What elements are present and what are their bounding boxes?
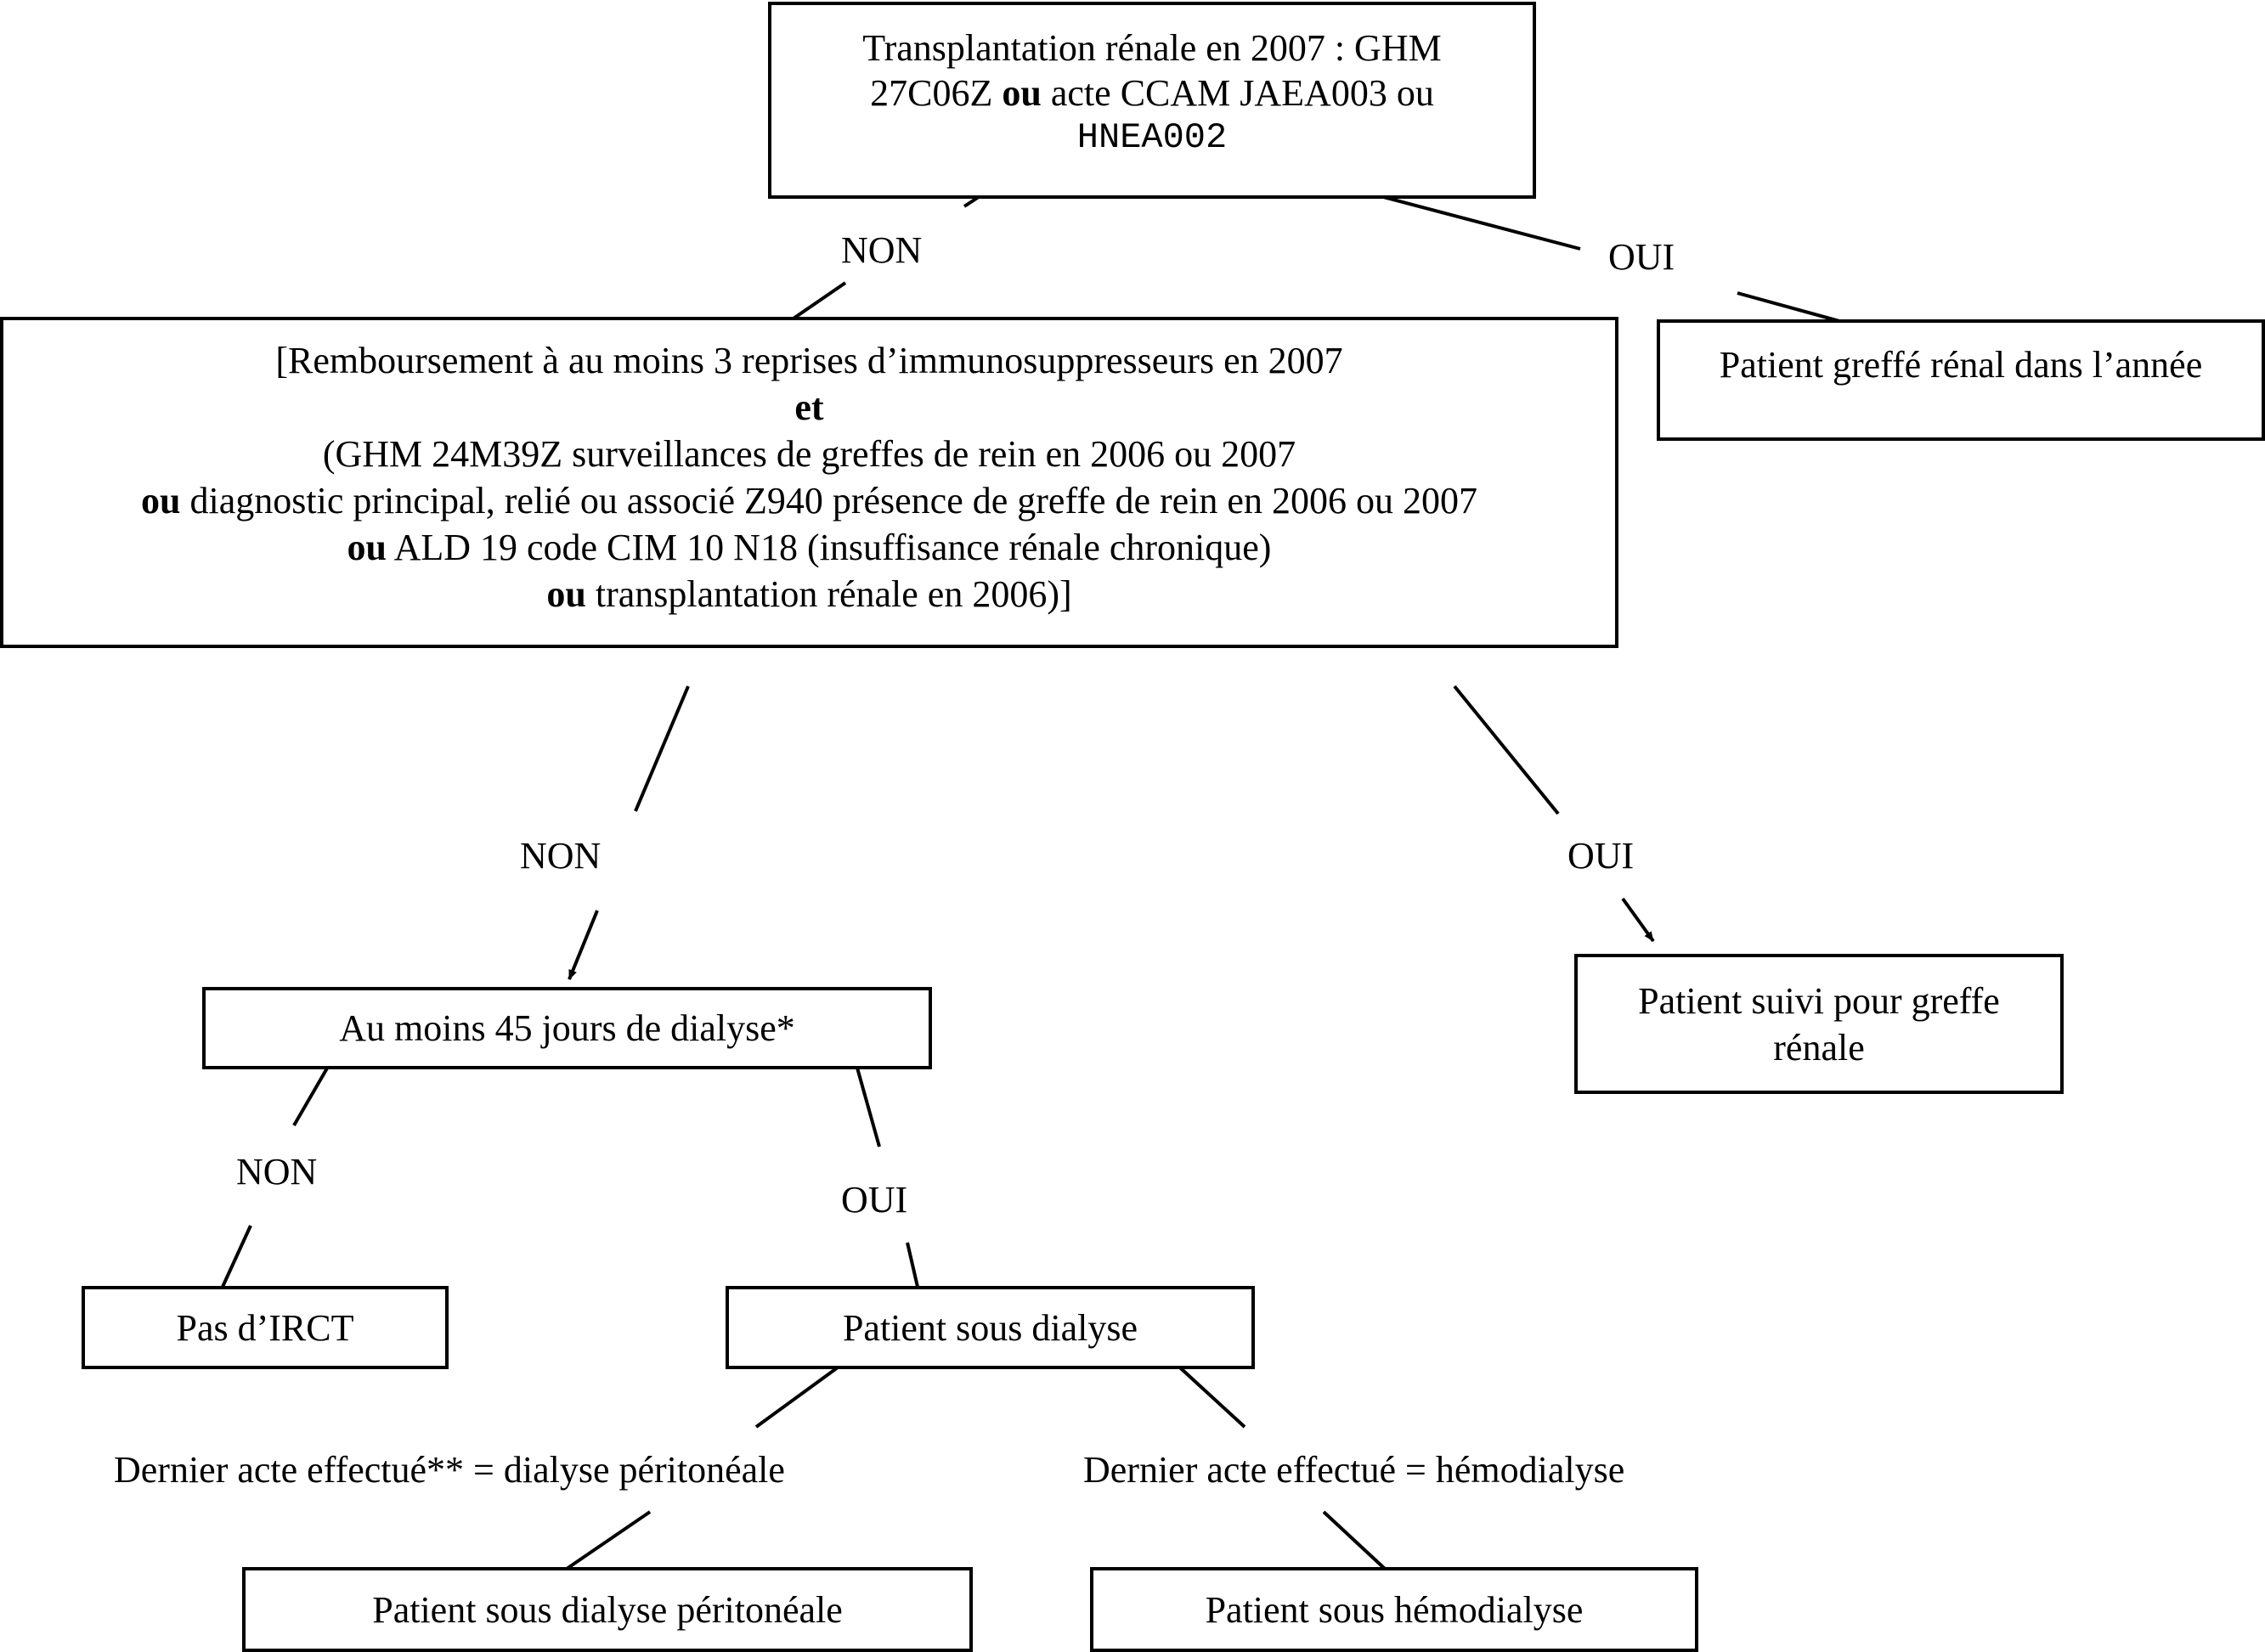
dialyse-peritoneale-text: Patient sous dialyse péritonéale [372,1588,843,1631]
pas-irct-text: Pas d’IRCT [176,1306,354,1349]
root-line1: Transplantation rénale en 2007 : GHM [862,27,1442,69]
connector-non-pasirct [221,1225,252,1288]
dialyse-peritoneale-box: Patient sous dialyse péritonéale [242,1567,973,1652]
criteria-box: [Remboursement à au moins 3 reprises d’i… [0,317,1618,648]
dialyse-45-box: Au moins 45 jours de dialyse* [202,987,932,1069]
pas-irct-box: Pas d’IRCT [82,1286,449,1369]
connector-criteria-oui [1453,685,1560,815]
root-line2: 27C06Z ou acte CCAM JAEA003 ou [870,72,1434,114]
connector-oui-sousdialyse [906,1242,919,1288]
hemodialyse-box: Patient sous hémodialyse [1090,1567,1698,1652]
root-decision-box: Transplantation rénale en 2007 : GHM 27C… [768,2,1536,199]
connector-dialyse45-oui [852,1055,881,1147]
connector-criteria-non [634,685,690,812]
connector-perit-box [565,1510,652,1570]
criteria-line1: [Remboursement à au moins 3 reprises d’i… [275,340,1343,381]
sous-dialyse-box: Patient sous dialyse [726,1286,1255,1369]
connector-sousdialyse-perit [754,1359,849,1429]
greffe-annee-box: Patient greffé rénal dans l’année [1657,319,2265,441]
label-non-dialyse45: NON [236,1151,318,1192]
suivi-greffe-line1: Patient suivi pour greffe [1638,979,2000,1022]
connector-hemo-box [1322,1510,1387,1570]
suivi-greffe-box: Patient suivi pour greffe rénale [1574,954,2064,1094]
suivi-greffe-line2: rénale [1773,1026,1865,1068]
criteria-line6: ou transplantation rénale en 2006)] [546,573,1072,615]
sous-dialyse-text: Patient sous dialyse [842,1306,1138,1349]
label-oui-criteria: OUI [1567,835,1635,877]
arrow-non-dialyse45 [568,910,599,980]
connector-dialyse45-non [292,1065,330,1127]
greffe-annee-text: Patient greffé rénal dans l’année [1719,344,2203,386]
hemodialyse-text: Patient sous hémodialyse [1205,1588,1584,1631]
label-non-root: NON [841,229,923,271]
criteria-line3: (GHM 24M39Z surveillances de greffes de … [322,433,1296,475]
connector-sousdialyse-hemo [1171,1359,1246,1429]
label-oui-root: OUI [1608,236,1675,278]
label-cond-peritoneale: Dernier acte effectué** = dialyse périto… [114,1449,785,1491]
label-oui-dialyse45: OUI [841,1179,908,1221]
criteria-line4: ou diagnostic principal, relié ou associ… [141,480,1477,522]
criteria-line5: ou ALD 19 code CIM 10 N18 (insuffisance … [347,527,1272,568]
criteria-line2: et [794,386,824,428]
arrow-oui-suivi [1621,897,1655,943]
dialyse-45-text: Au moins 45 jours de dialyse* [339,1007,795,1049]
root-line3: HNEA002 [1076,117,1228,158]
label-non-criteria: NON [520,835,602,877]
label-cond-hemodialyse: Dernier acte effectué = hémodialyse [1083,1449,1625,1491]
